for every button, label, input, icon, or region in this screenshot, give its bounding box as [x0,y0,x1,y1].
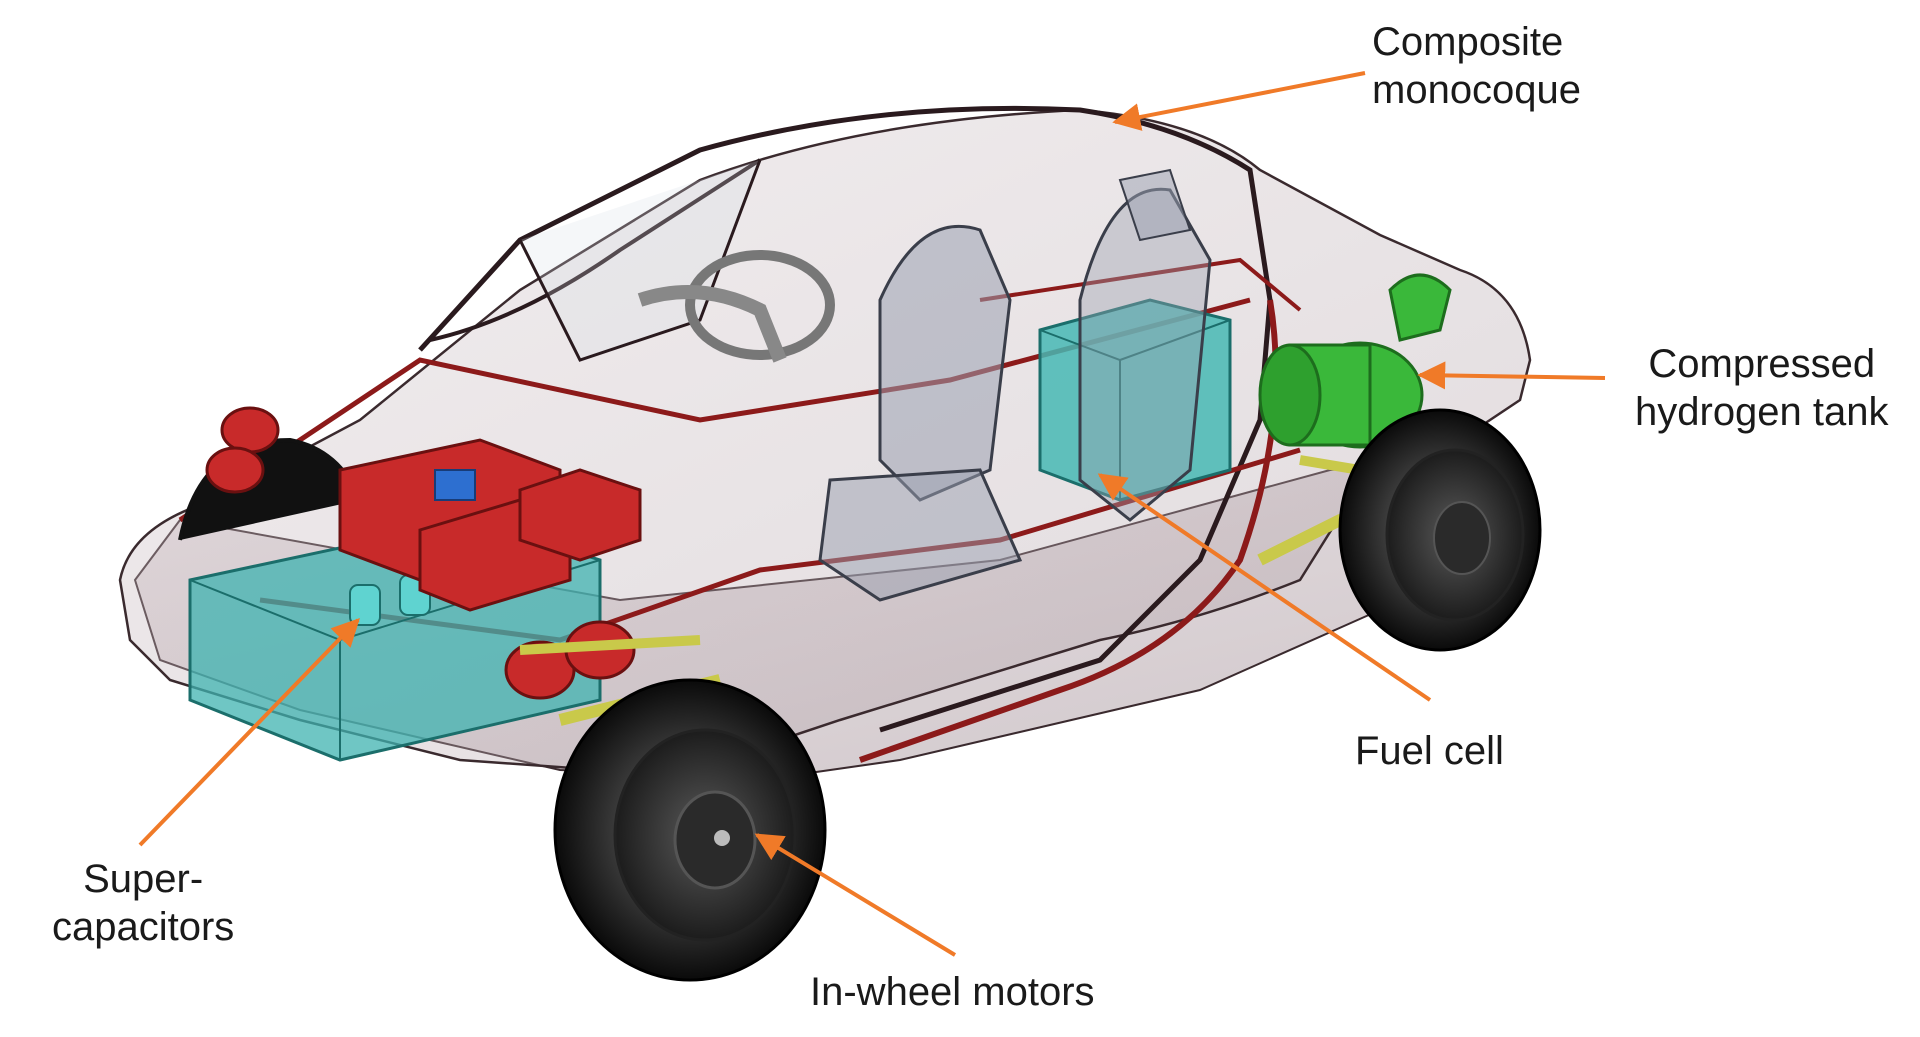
label-line: Composite [1372,20,1564,64]
label-in-wheel-motors: In-wheel motors [810,968,1095,1016]
label-line: Super- [83,857,204,901]
label-line: monocoque [1372,68,1582,112]
label-line: capacitors [52,905,235,949]
callout-arrows [138,71,1606,957]
label-fuel-cell: Fuel cell [1355,727,1504,775]
hydrogen-tank [1258,273,1452,449]
arrow-supercapacitors [138,617,360,847]
label-compressed-hydrogen-tank: Compressed hydrogen tank [1635,340,1889,436]
driver-seat [818,224,1023,602]
a-pillar [429,158,762,342]
red-seat-frame [979,257,1302,312]
red-electronics [205,406,642,700]
steering-wheel [637,250,835,363]
windscreen-frame [518,159,762,362]
arrow-monocoque [1112,71,1366,131]
passenger-seat [1078,168,1212,522]
label-line: In-wheel motors [810,970,1095,1014]
rear-wheel-in-wheel-motor [1338,408,1542,652]
label-supercapacitors: Super- capacitors [52,855,234,951]
label-line: Fuel cell [1355,729,1504,773]
arrow-in-wheel-motors [754,833,957,957]
label-composite-monocoque: Composite monocoque [1372,18,1581,114]
label-line: hydrogen tank [1635,390,1889,434]
arrow-fuel-cell [1097,473,1432,702]
roof-frame [418,105,1273,733]
arrow-hydrogen-tank [1417,361,1606,390]
fuel-cell-stack [1038,298,1232,502]
front-wheel-in-wheel-motor [553,678,827,982]
label-line: Compressed [1648,342,1876,386]
